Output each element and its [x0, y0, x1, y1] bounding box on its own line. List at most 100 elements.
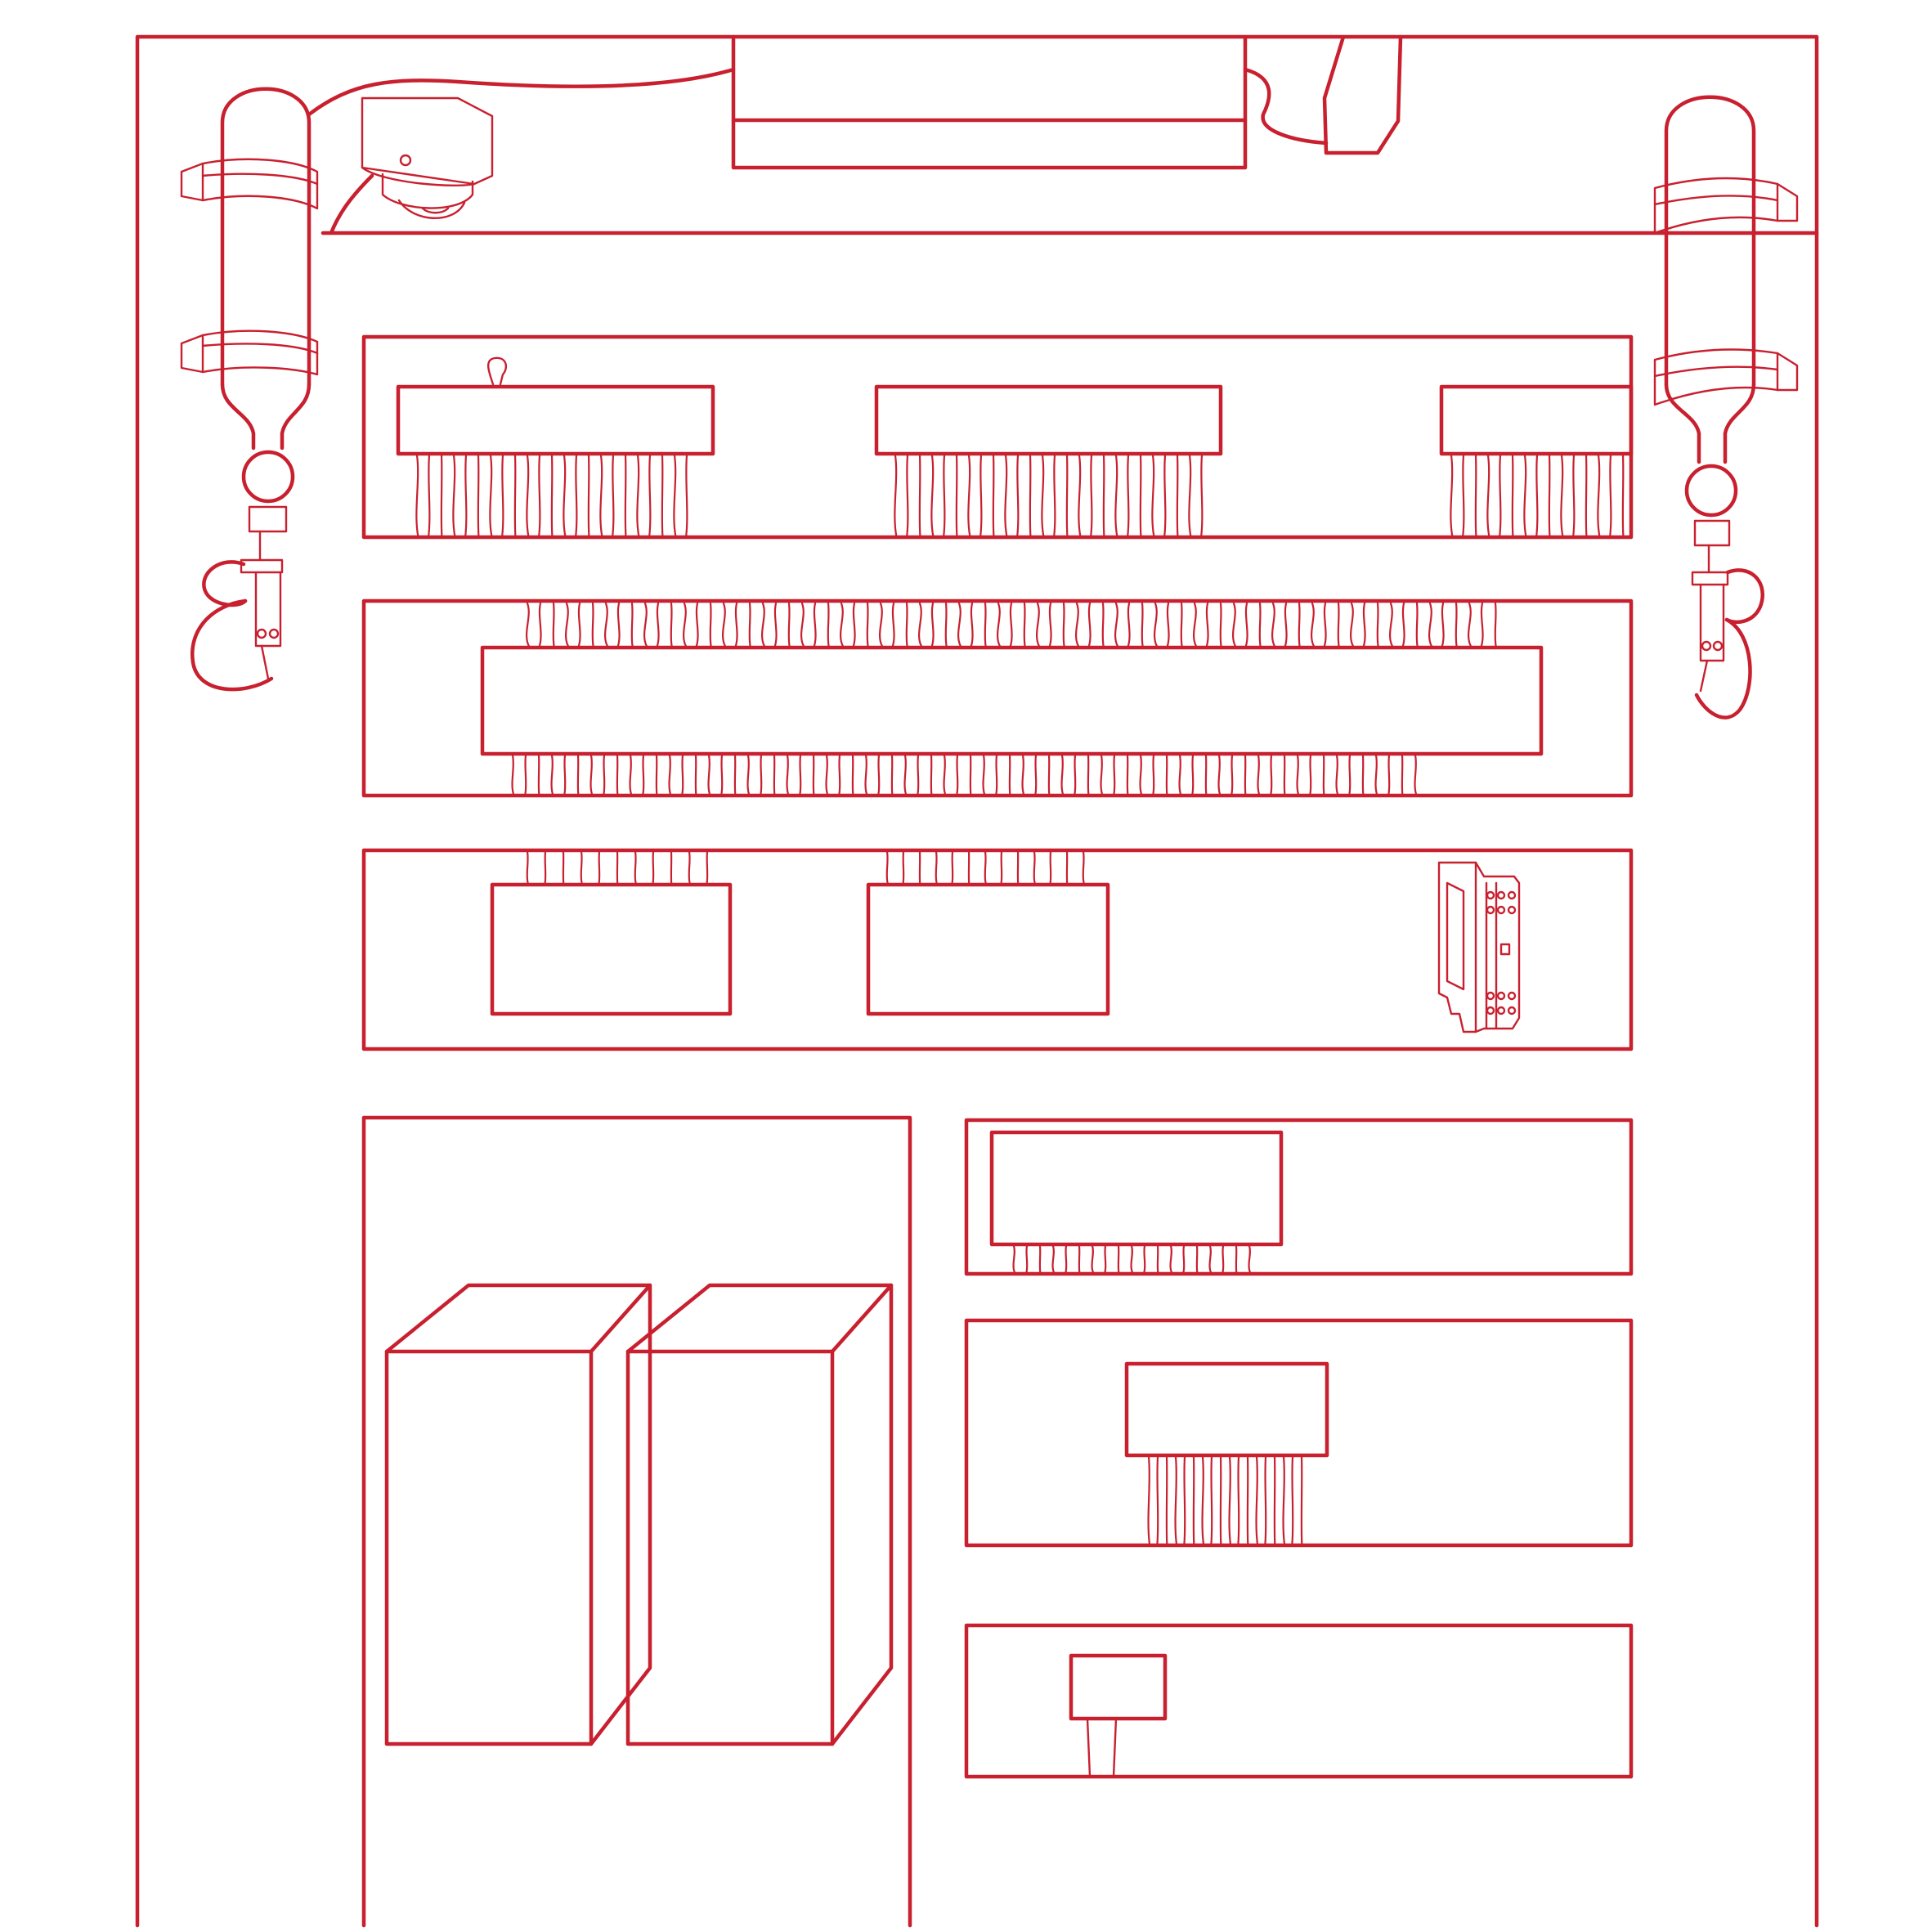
wire [1051, 1244, 1055, 1274]
wire [1147, 1455, 1150, 1545]
wire [415, 454, 419, 537]
mounting-panel-row-6 [964, 1623, 1634, 1779]
wire [917, 754, 920, 796]
wire [905, 602, 908, 648]
wire [935, 850, 938, 885]
wire [1151, 454, 1155, 537]
wire [1153, 602, 1158, 648]
wire [1237, 1455, 1240, 1545]
wire [1114, 602, 1118, 648]
wire [1166, 602, 1170, 648]
wire [734, 602, 738, 648]
wire [877, 754, 881, 796]
wire [580, 850, 583, 885]
wire [813, 602, 817, 648]
mounting-panel-row-3 [361, 848, 1634, 1051]
wire [1467, 602, 1472, 648]
wire [852, 602, 856, 648]
wire [1222, 1244, 1225, 1274]
mounting-panel-row-1 [361, 334, 1634, 540]
wire [526, 850, 529, 885]
wire [685, 454, 688, 537]
wire [786, 754, 789, 796]
cabinet-frame [135, 34, 1819, 1928]
wire [878, 602, 883, 648]
wire [525, 602, 530, 648]
wire [1348, 754, 1352, 796]
wire [1298, 602, 1301, 648]
wire [1163, 454, 1167, 537]
wire [967, 454, 971, 537]
small-terminal [1069, 1653, 1168, 1778]
wire [1597, 454, 1601, 537]
wire [1205, 602, 1209, 648]
wire [1210, 1455, 1213, 1545]
wire [1060, 754, 1064, 796]
wire [917, 602, 922, 648]
wire [1219, 602, 1222, 648]
wire [1230, 754, 1234, 796]
wire [866, 602, 869, 648]
extinguisher-cylinder-left-icon [180, 87, 319, 692]
wire [656, 602, 660, 648]
wire [695, 602, 699, 648]
wire [1090, 454, 1093, 537]
wire [1258, 602, 1262, 648]
wire [957, 602, 962, 648]
wire [943, 754, 946, 796]
wire [1494, 602, 1497, 648]
wire [1387, 754, 1391, 796]
wire [1441, 602, 1445, 648]
wire [1100, 754, 1103, 796]
wire [995, 754, 998, 796]
wire [598, 850, 601, 885]
wire [1271, 602, 1275, 648]
wire [513, 454, 517, 537]
wire [1415, 602, 1419, 648]
wire [1101, 602, 1105, 648]
wire [1548, 454, 1551, 537]
wire [577, 602, 581, 648]
wire [1217, 754, 1221, 796]
wire [827, 602, 830, 648]
wire [1560, 454, 1564, 537]
wire [1152, 754, 1155, 796]
wire [1041, 454, 1045, 537]
wire [1004, 454, 1008, 537]
wire [838, 754, 841, 796]
wire [1102, 454, 1105, 537]
wire [526, 454, 530, 537]
wire [550, 454, 554, 537]
terminal-block-4 [989, 1130, 1284, 1274]
wire [787, 602, 791, 648]
wire [1065, 1244, 1068, 1274]
wire [1127, 602, 1131, 648]
wire [1428, 602, 1432, 648]
wire [538, 454, 541, 537]
wire [1025, 1244, 1029, 1274]
wire [1091, 1244, 1094, 1274]
wire [670, 602, 673, 648]
terminal-block-3 [1439, 384, 1634, 537]
wire [906, 454, 909, 537]
wire [1180, 602, 1183, 648]
wire [1021, 754, 1024, 796]
wire [661, 454, 664, 537]
wire [563, 754, 567, 796]
din-module-icon [1437, 861, 1521, 1033]
wire [1523, 454, 1527, 537]
wire [1192, 602, 1197, 648]
wire [721, 602, 726, 648]
wire [1388, 602, 1393, 648]
wire [1572, 454, 1576, 537]
wire [1188, 454, 1192, 537]
wire [1169, 1244, 1172, 1274]
wire [1335, 754, 1338, 796]
terminal-block-5 [1124, 1361, 1329, 1545]
wire [563, 454, 567, 537]
wire [524, 754, 527, 796]
wire [1291, 1455, 1294, 1545]
wire [864, 754, 867, 796]
mounting-panel-row-5 [964, 1318, 1634, 1548]
wire [1401, 602, 1405, 648]
